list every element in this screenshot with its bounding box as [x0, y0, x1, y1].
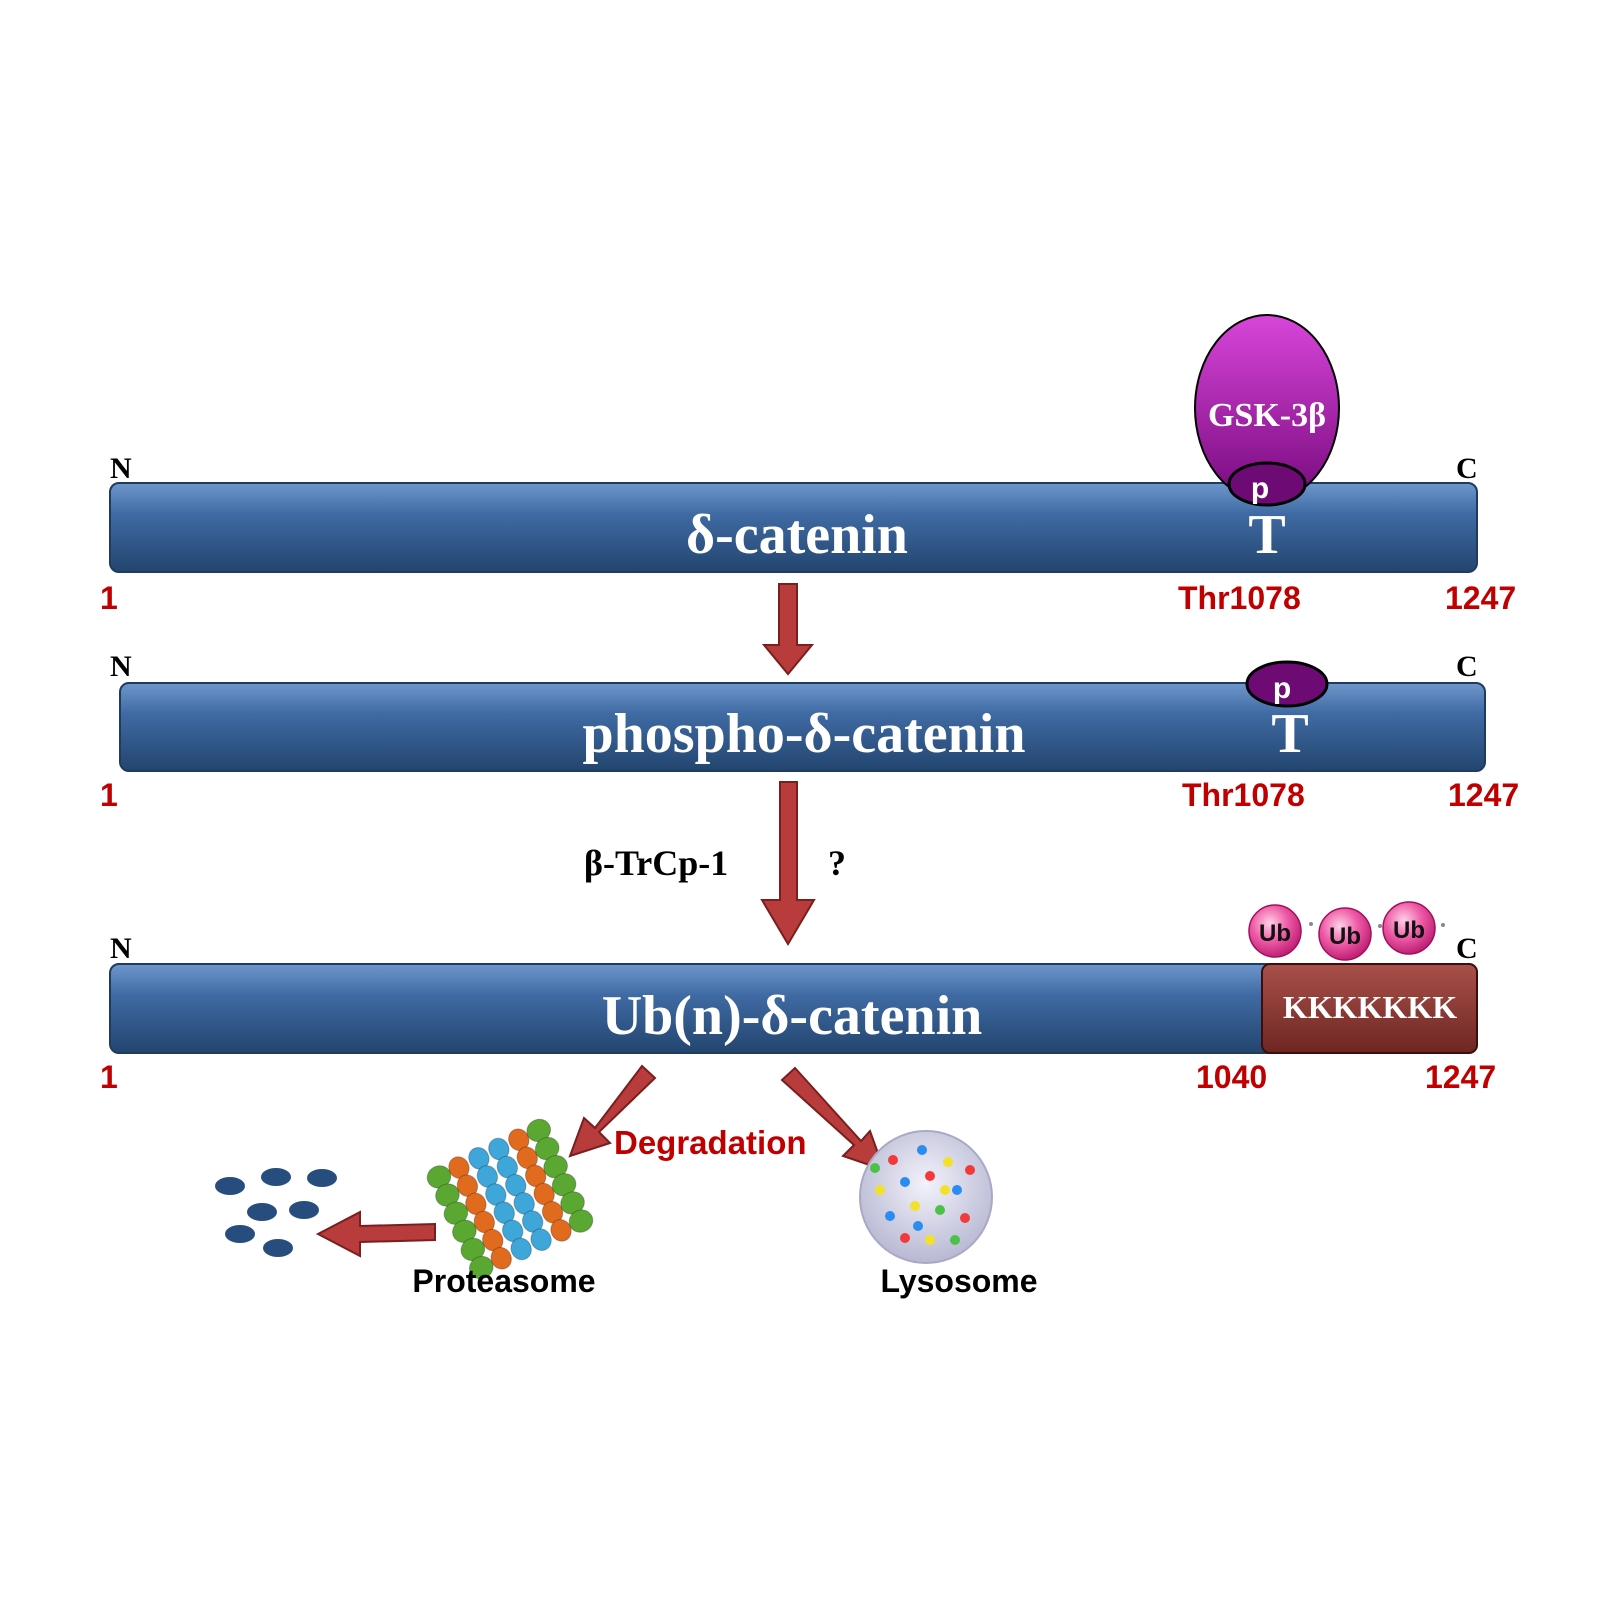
lysosome-content-dot	[925, 1171, 935, 1181]
lysosome-content-dot	[885, 1211, 895, 1221]
lysosome-content-dot	[913, 1221, 923, 1231]
proteasome-subunit	[510, 1237, 532, 1261]
start-residue-label: 1	[100, 777, 118, 813]
start-residue-label: 1	[100, 1059, 118, 1095]
lysine-region-start-label: 1040	[1196, 1059, 1267, 1095]
row-delta-catenin: N C δ-catenin GSK-3β p T 1 Thr1078 1247	[100, 314, 1516, 616]
proteasome-arrow	[568, 1064, 657, 1158]
delta-catenin-bar	[109, 482, 1478, 573]
unknown-ligase-label: ?	[828, 843, 846, 883]
thr1078-label: Thr1078	[1178, 580, 1301, 616]
threonine-residue-label: T	[1248, 504, 1285, 566]
lysosome-content-dot	[910, 1201, 920, 1211]
ubiquitin-chain: Ub Ub Ub	[1248, 901, 1445, 961]
ubiquitination-arrow	[760, 781, 816, 946]
n-terminus-label: N	[110, 932, 132, 965]
phospho-delta-catenin-label: phospho-δ-catenin	[583, 703, 1026, 765]
delta-catenin-label: δ-catenin	[686, 504, 908, 566]
proteasome-subunit	[568, 1209, 594, 1233]
phospho-group-ellipse	[1245, 660, 1329, 708]
peptide-fragment	[307, 1169, 337, 1187]
lysosome-content-dot	[965, 1165, 975, 1175]
ubiquitin-bead	[1382, 901, 1436, 955]
phospho-label: p	[1251, 472, 1269, 505]
lysosome-content-dot	[952, 1185, 962, 1195]
c-terminus-label: C	[1456, 932, 1478, 965]
peptide-fragment	[247, 1203, 277, 1221]
row-phospho-delta-catenin: N C phospho-δ-catenin p T 1 Thr1078 1247	[100, 650, 1519, 813]
lysosome-arrow	[780, 1066, 886, 1172]
thr1078-label: Thr1078	[1182, 777, 1305, 813]
lysosome-content-dot	[888, 1155, 898, 1165]
ubiquitin-label: Ub	[1259, 920, 1291, 947]
lysosome-content-dot	[875, 1185, 885, 1195]
ubiquitin-bead	[1248, 904, 1302, 958]
end-residue-label: 1247	[1425, 1059, 1496, 1095]
proteasome-subunit	[490, 1246, 512, 1270]
ubiquitin-label: Ub	[1393, 917, 1425, 944]
peptide-release-arrow	[315, 1210, 436, 1258]
ub-delta-catenin-label: Ub(n)-δ-catenin	[602, 985, 983, 1047]
ubiquitin-bead	[1318, 907, 1372, 961]
phospho-delta-catenin-bar	[119, 682, 1486, 772]
lysine-rich-region	[1261, 963, 1478, 1054]
n-terminus-label: N	[110, 452, 132, 485]
phosphorylation-arrow	[761, 583, 815, 676]
btrcp1-label: β-TrCp-1	[584, 843, 728, 883]
lysine-region-label: KKKKKKK	[1283, 989, 1457, 1025]
ubiquitin-link	[1441, 923, 1445, 927]
ubiquitin-label: Ub	[1329, 923, 1361, 950]
lysosome-content-dot	[950, 1235, 960, 1245]
lysosome-content-dot	[935, 1205, 945, 1215]
end-residue-label: 1247	[1445, 580, 1516, 616]
peptide-fragment	[261, 1168, 291, 1186]
lysosome-content-dot	[943, 1157, 953, 1167]
peptide-fragment	[225, 1225, 255, 1243]
lysosome-label: Lysosome	[880, 1263, 1037, 1299]
lysosome-content-dot	[940, 1185, 950, 1195]
proteasome-subunit	[530, 1228, 552, 1251]
c-terminus-label: C	[1456, 452, 1478, 485]
ubiquitin-link	[1378, 924, 1382, 928]
lysosome-content-dot	[925, 1235, 935, 1245]
phospho-label: p	[1273, 672, 1291, 705]
start-residue-label: 1	[100, 580, 118, 616]
lysosome-content-dot	[870, 1163, 880, 1173]
peptide-fragments	[215, 1168, 337, 1257]
peptide-fragment	[289, 1201, 319, 1219]
row-ub-delta-catenin: N C KKKKKKK Ub(n)-δ-catenin Ub Ub Ub 1 1…	[100, 901, 1496, 1095]
proteasome-label: Proteasome	[412, 1263, 595, 1299]
c-terminus-label: C	[1456, 650, 1478, 683]
peptide-fragment	[215, 1177, 245, 1195]
lysosome-content-dot	[960, 1213, 970, 1223]
proteasome-icon	[426, 1118, 594, 1280]
lysosome-content-dot	[900, 1177, 910, 1187]
threonine-residue-label: T	[1271, 703, 1308, 765]
lysosome-content-dot	[900, 1233, 910, 1243]
end-residue-label: 1247	[1448, 777, 1519, 813]
lysosome-icon	[859, 1130, 993, 1264]
gsk3b-label: GSK-3β	[1208, 397, 1326, 434]
lysosome-content-dot	[917, 1145, 927, 1155]
peptide-fragment	[263, 1239, 293, 1257]
phospho-group-ellipse	[1227, 461, 1307, 507]
degradation-label: Degradation	[614, 1124, 807, 1161]
n-terminus-label: N	[110, 650, 132, 683]
ubiquitin-link	[1309, 922, 1313, 926]
